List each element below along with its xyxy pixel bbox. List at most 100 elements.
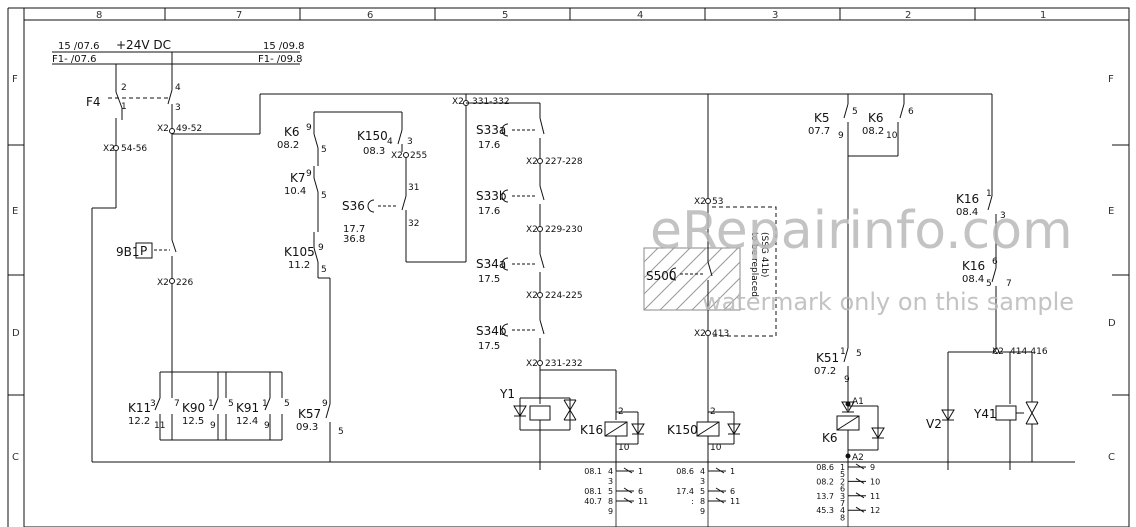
k16-c-pin6: 6 bbox=[992, 257, 998, 267]
label-s33a: S33a bbox=[476, 123, 506, 137]
k6-contact-ref: 13.7 bbox=[816, 492, 834, 501]
terminal-x2-227 bbox=[537, 158, 543, 164]
x2-255-label: X2 bbox=[391, 151, 403, 161]
k5-pin9: 9 bbox=[838, 131, 844, 141]
k150-contact-pin-a: 3 bbox=[700, 477, 705, 486]
f4-pin-1: 1 bbox=[121, 102, 127, 112]
k16-contact-symbol bbox=[616, 467, 634, 474]
x2-231-label: X2 bbox=[526, 359, 538, 369]
k16-contact-pin-b: 6 bbox=[638, 487, 643, 496]
k150-contact-pin-b: 11 bbox=[730, 497, 740, 506]
k150-contact-ref: 08.6 bbox=[676, 467, 694, 476]
k6-contact-symbol bbox=[848, 463, 866, 470]
k16-contact-pin-a: 4 bbox=[608, 467, 613, 476]
label-k6-a: K6 bbox=[284, 125, 300, 139]
label-s34b: S34b bbox=[476, 324, 507, 338]
s36-ref-2: 36.8 bbox=[343, 234, 365, 245]
label-s500: S500 bbox=[646, 269, 677, 283]
x2-413-label: X2 bbox=[694, 329, 706, 339]
k150-contact-pin-a: 8 bbox=[700, 497, 705, 506]
f4-pin-2: 2 bbox=[121, 83, 127, 93]
terminal-x2-224 bbox=[537, 292, 543, 298]
label-k6-coil: K6 bbox=[822, 431, 838, 445]
k6-contact-pin-a: 5 bbox=[840, 470, 845, 479]
x2-5456-label: X2 bbox=[103, 144, 115, 154]
k6-contact-pin-a: 6 bbox=[840, 485, 845, 494]
row-f-right: F bbox=[1108, 74, 1114, 85]
k150-contact-ref: 17.4 bbox=[676, 487, 694, 496]
k150-contact-symbol bbox=[708, 467, 726, 474]
label-f4: F4 bbox=[86, 95, 101, 109]
f4-pin-3: 3 bbox=[175, 103, 181, 113]
k150-contact-symbol bbox=[708, 497, 726, 504]
k6-contact-pin-b: 10 bbox=[870, 477, 880, 486]
x2-229-label: X2 bbox=[526, 225, 538, 235]
k6-a-ref: 08.2 bbox=[277, 140, 299, 151]
k6-contact-pin-b: 11 bbox=[870, 492, 880, 501]
k6-coil-a2: A2 bbox=[852, 453, 864, 463]
k51-pin5: 5 bbox=[856, 349, 862, 359]
label-k16-c: K16 bbox=[962, 259, 985, 273]
terminal-x2-255 bbox=[403, 152, 409, 158]
k16-c-pin5: 5 bbox=[986, 279, 992, 289]
pressure-switch-9b1 bbox=[135, 239, 177, 278]
s34a-ref: 17.5 bbox=[478, 274, 500, 285]
col-1: 1 bbox=[1040, 10, 1046, 21]
k150-a-pin4: 4 bbox=[387, 137, 393, 147]
s500-switch bbox=[643, 204, 777, 337]
label-k105: K105 bbox=[284, 245, 315, 259]
k6-contact-pin-a: 2 bbox=[840, 477, 845, 486]
k150-a-ref: 08.3 bbox=[363, 146, 385, 157]
k105-pin5: 5 bbox=[321, 265, 327, 275]
s36-ref-1: 17.7 bbox=[343, 224, 365, 235]
t-231: 231-232 bbox=[545, 359, 583, 369]
k5-pin5: 5 bbox=[852, 107, 858, 117]
t-255: 255 bbox=[410, 151, 427, 161]
terminal-x2-53 bbox=[705, 198, 711, 204]
k57-ref: 09.3 bbox=[296, 422, 318, 433]
s34b-ref: 17.5 bbox=[478, 341, 500, 352]
k5-ref: 07.7 bbox=[808, 126, 830, 137]
k16-contact-ref: 08.1 bbox=[584, 487, 602, 496]
k6-contact-pin-b: 9 bbox=[870, 463, 875, 472]
k6-contact-pin-b: 12 bbox=[870, 506, 880, 515]
k6-contact-ref: 45.3 bbox=[816, 506, 834, 515]
p-box-label: P bbox=[140, 244, 147, 258]
k6-contact-symbol bbox=[848, 477, 866, 484]
row-c-left: C bbox=[12, 452, 19, 463]
k90-pin5: 5 bbox=[228, 399, 234, 409]
x2-331-label: X2 bbox=[452, 97, 464, 107]
k150-coil bbox=[696, 336, 741, 462]
label-9b1: 9B1 bbox=[116, 245, 140, 259]
k16-contact-ref: 40.7 bbox=[584, 497, 602, 506]
voltage-label: +24V DC bbox=[116, 38, 171, 52]
k150-contact-pin-a: 4 bbox=[700, 467, 705, 476]
f4-pin-4: 4 bbox=[175, 83, 181, 93]
x2-227-label: X2 bbox=[526, 157, 538, 167]
x2-4952-label: X2 bbox=[157, 124, 169, 134]
label-k150-coil: K150 bbox=[667, 423, 698, 437]
k16-b-pin3: 3 bbox=[1000, 211, 1006, 221]
ground-drops bbox=[539, 462, 1011, 527]
label-k16-coil: K16 bbox=[580, 423, 603, 437]
row-dividers bbox=[8, 144, 1129, 396]
k57-pin9: 9 bbox=[322, 399, 328, 409]
row-e-left: E bbox=[12, 206, 18, 217]
k11-pin3: 3 bbox=[150, 399, 156, 409]
label-k90: K90 bbox=[182, 401, 205, 415]
k105-ref: 11.2 bbox=[288, 260, 310, 271]
note-ssg-41b: (SSG 41b) bbox=[759, 232, 769, 277]
k150-coil-pin10: 10 bbox=[710, 443, 722, 453]
label-v2: V2 bbox=[926, 417, 942, 431]
k7-ref: 10.4 bbox=[284, 186, 306, 197]
k6-contact-pin-a: 4 bbox=[840, 506, 845, 515]
label-k150-a: K150 bbox=[357, 129, 388, 143]
k16-contact-symbol bbox=[616, 497, 634, 504]
label-k16-b: K16 bbox=[956, 192, 979, 206]
row-f-left: F bbox=[12, 74, 18, 85]
label-k57: K57 bbox=[298, 407, 321, 421]
x2-414-label: X2 bbox=[992, 347, 1004, 357]
k57-pin5: 5 bbox=[338, 427, 344, 437]
label-y1: Y1 bbox=[499, 387, 515, 401]
k6-contact-pin-a: 3 bbox=[840, 492, 845, 501]
